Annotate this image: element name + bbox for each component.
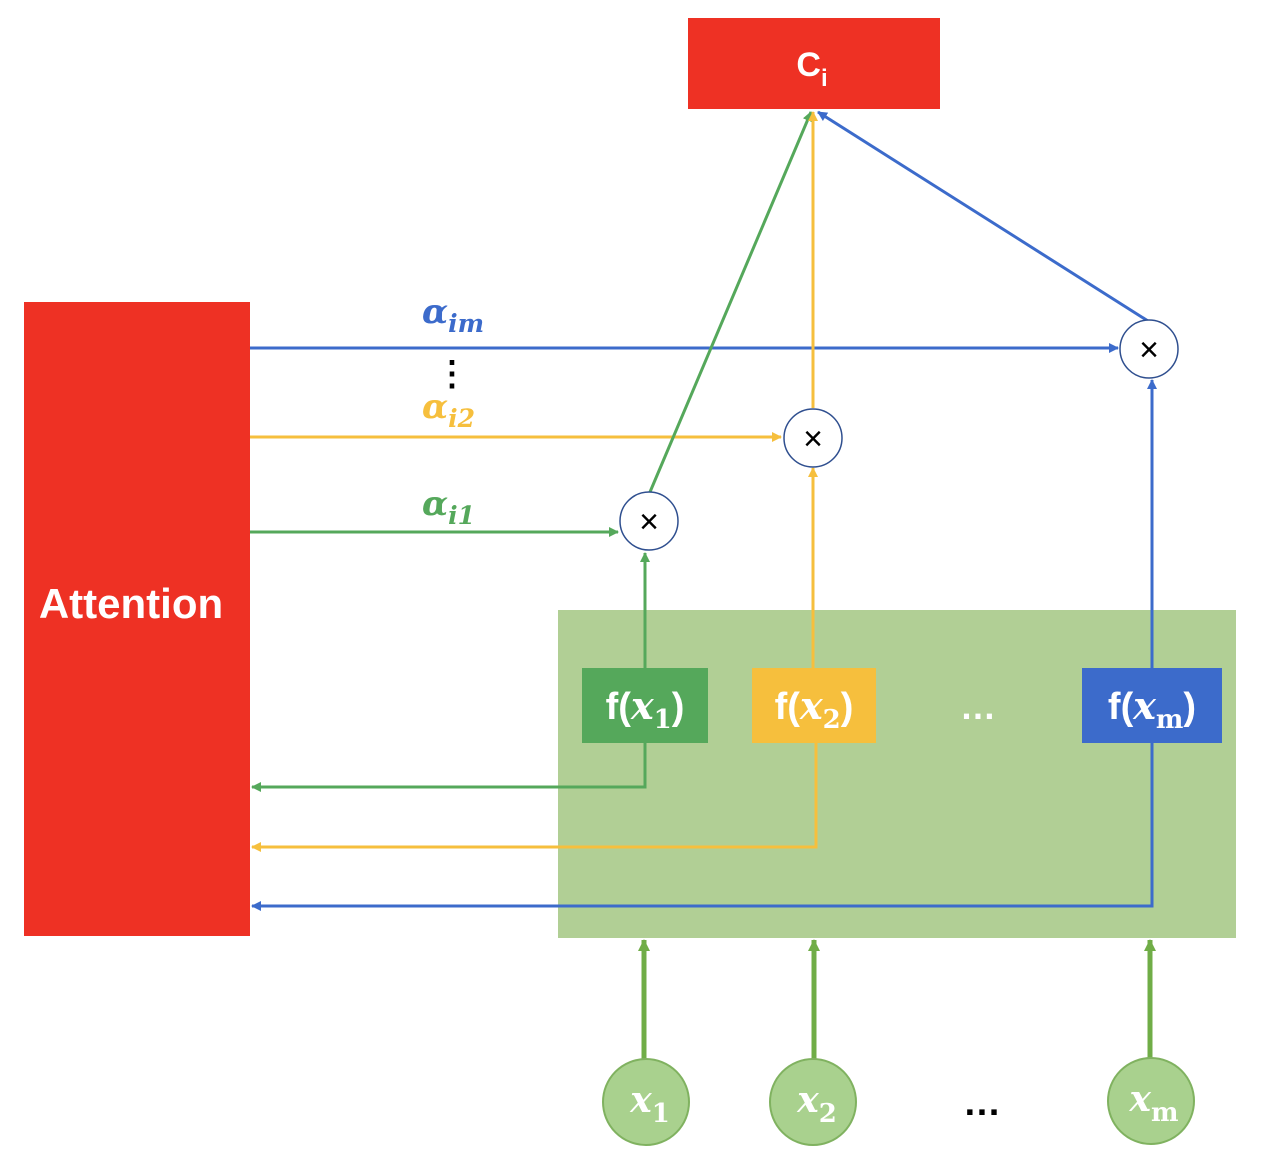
attention-label: Attention [39, 580, 223, 627]
feature-box-2: f(x2) [752, 668, 876, 743]
feedback-arrow-m [251, 743, 1154, 911]
weight-label-m: αim [422, 292, 484, 338]
encoder-panel [558, 610, 1236, 938]
feature-box-1: f(x1) [582, 668, 708, 743]
output-box [688, 18, 940, 109]
feature-box-m: f(xm) [1082, 668, 1222, 743]
feature-label-m: f(xm) [1108, 683, 1196, 735]
weight-label-1: αi1 [422, 484, 475, 530]
input-node-2: x2 [769, 1058, 857, 1146]
output-label: Ci [796, 46, 827, 92]
feature-label-1: f(x1) [606, 683, 685, 735]
multiply-icon: × [803, 420, 823, 458]
product-arrow-1 [648, 111, 813, 493]
input-label-2: x2 [796, 1079, 837, 1129]
multiply-node-1: × [619, 491, 679, 551]
weights-ellipsis: ⋮ [435, 354, 469, 394]
features-ellipsis: … [960, 686, 996, 727]
multiply-icon: × [1139, 331, 1159, 369]
weight-label-2: αi2 [422, 387, 475, 433]
multiply-node-2: × [783, 408, 843, 468]
input-label-1: x1 [629, 1079, 670, 1129]
product-arrow-m [817, 110, 1149, 323]
multiply-node-m: × [1119, 319, 1179, 379]
input-node-1: x1 [602, 1058, 690, 1146]
multiply-icon: × [639, 503, 659, 541]
feature-label-2: f(x2) [775, 683, 854, 735]
attention-box [24, 302, 250, 936]
feedback-arrow-2 [251, 743, 818, 852]
input-node-m: xm [1107, 1057, 1195, 1145]
feedback-arrow-1 [251, 743, 647, 792]
input-label-m: xm [1129, 1078, 1179, 1128]
inputs-ellipsis: … [963, 1082, 1001, 1124]
